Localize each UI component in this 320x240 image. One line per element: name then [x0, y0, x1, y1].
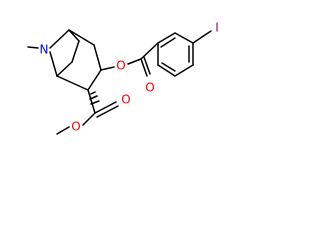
bond-ring-iodine [192, 30, 212, 44]
atom-layer: N O O O O I [40, 21, 219, 134]
molecule-structure: N O O O O I [27, 21, 219, 135]
stereo-hash-2 [89, 95, 98, 100]
structure-canvas: N O O O O I [0, 0, 240, 154]
bond-carbonyl-carbon-oxygen-a [140, 58, 148, 77]
ester-oxygen-top-label: O [116, 59, 125, 73]
bond-ester-carbon-oxygen-a [94, 101, 117, 114]
bond-o-carbonyl-carbon [127, 58, 142, 65]
ring-bond-5 [157, 64, 176, 77]
bond-carbonyl-ring [140, 42, 159, 60]
bond-carbonyl-carbon-oxygen-b [143, 56, 151, 75]
bond-c4-c5 [56, 75, 89, 91]
carbonyl-oxygen-benzoate-label: O [145, 81, 154, 95]
bond-ester-carbon-methoxy-oxygen [82, 112, 96, 126]
stereo-hash-3 [90, 100, 100, 105]
ring-bond-1 [157, 32, 176, 44]
bond-methoxy-oxygen-methyl [56, 126, 70, 135]
bond-c1-c2 [68, 29, 95, 46]
ring-inner-double-1 [160, 37, 176, 48]
bond-ester-carbon-oxygen-b [96, 105, 119, 118]
bond-c6-c5 [56, 61, 73, 77]
bond-methyl-n [27, 46, 39, 49]
bond-c3-o [100, 66, 115, 71]
ring-bond-4 [174, 64, 194, 77]
bond-c2-c3 [93, 44, 102, 71]
stereo-hash-1 [90, 91, 96, 95]
methoxy-oxygen-label: O [71, 120, 80, 134]
bond-c3-c4 [87, 69, 102, 91]
iodine-label: I [215, 21, 219, 35]
bond-layer [27, 29, 212, 135]
carbonyl-oxygen-methyl-ester-label: O [121, 93, 130, 107]
bond-n-c5 [49, 51, 58, 77]
bond-c4-ester-carbon [87, 89, 96, 114]
ring-bond-2 [174, 32, 194, 44]
nitrogen-label: N [40, 43, 49, 57]
bond-c7-c6 [71, 40, 80, 63]
ring-inner-double-3 [161, 62, 176, 72]
bond-n-c1 [49, 29, 70, 49]
